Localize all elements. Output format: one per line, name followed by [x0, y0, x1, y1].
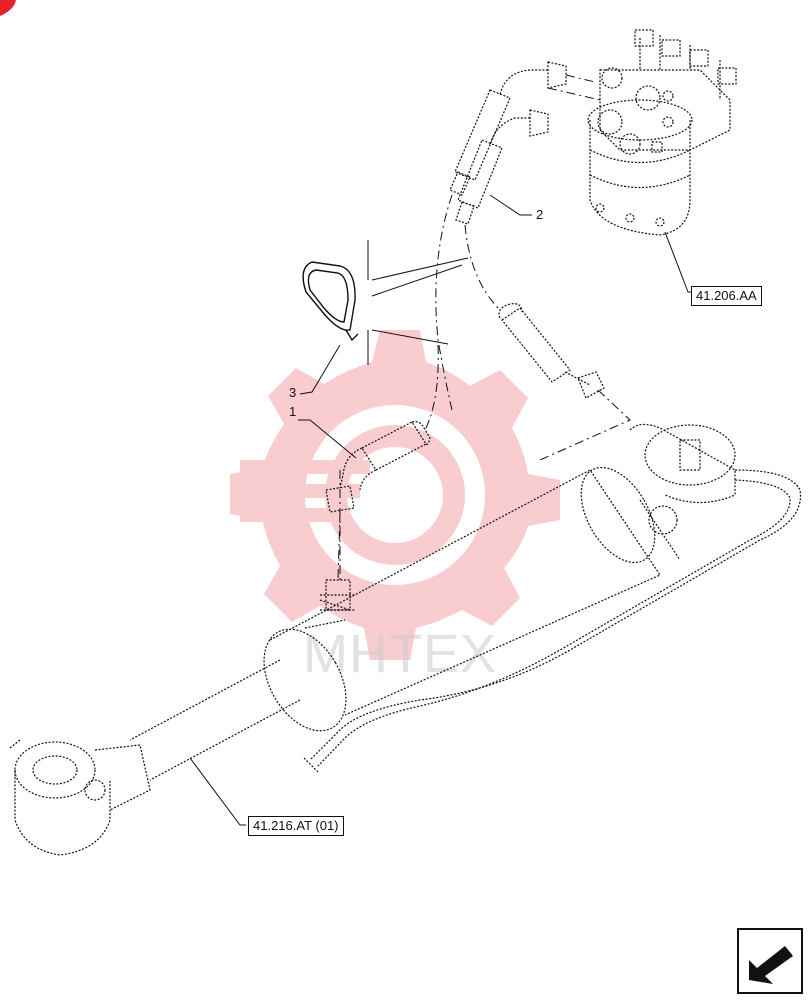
callout-item-3: 3	[289, 385, 297, 400]
watermark-logo	[230, 330, 560, 660]
watermark-text: MHTEX	[303, 624, 497, 684]
hose-fitting-middle	[498, 303, 631, 461]
steering-cylinder	[9, 423, 802, 856]
callout-item-2: 2	[536, 207, 544, 222]
reference-link-steering-unit[interactable]: 41.206.AA	[691, 286, 762, 306]
reference-link-steering-cylinder[interactable]: 41.216.AT (01)	[248, 816, 344, 836]
hose-fittings-upper	[435, 61, 601, 411]
arrow-down-left-icon	[749, 946, 793, 984]
steering-unit	[587, 29, 737, 236]
hose-fitting-item-1	[325, 344, 439, 581]
hose-clip	[302, 240, 469, 365]
previous-page-button[interactable]	[737, 928, 803, 994]
callout-item-1: 1	[289, 404, 297, 419]
corner-marker-icon	[0, 0, 16, 16]
